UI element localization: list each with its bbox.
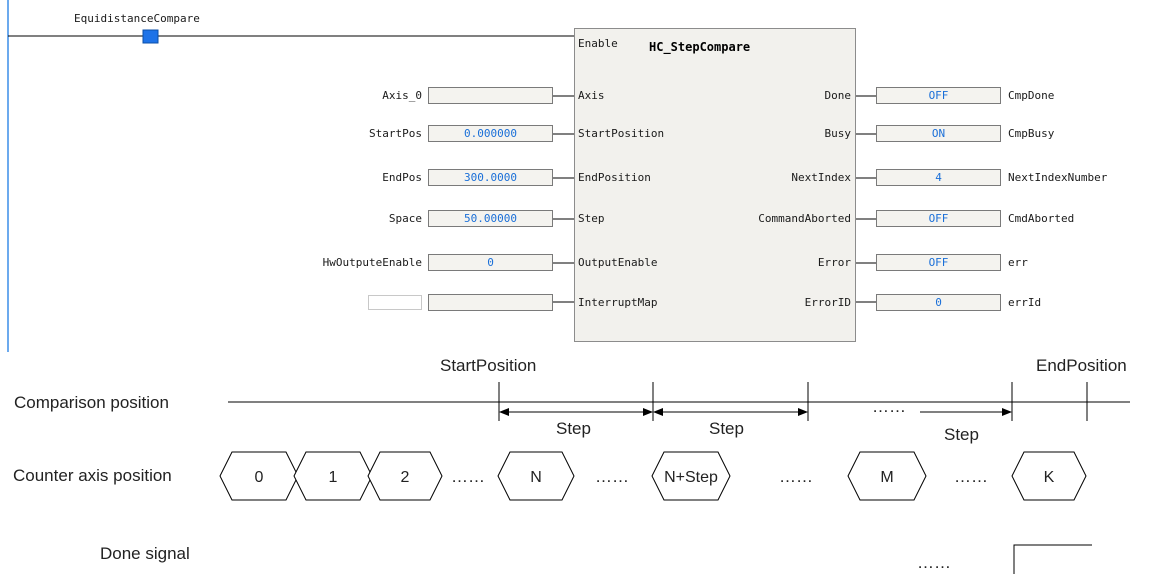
counter-axis-position-label: Counter axis position: [13, 466, 172, 485]
contact-label: EquidistanceCompare: [74, 12, 200, 25]
input-variable-axis: Axis_0: [382, 89, 422, 102]
pin-busy: Busy: [824, 127, 852, 140]
input-value-startpos[interactable]: 0.000000: [428, 125, 553, 142]
output-value-busy[interactable]: ON: [876, 125, 1001, 142]
input-value-axis[interactable]: [428, 87, 553, 104]
output-variable-done: CmpDone: [1008, 89, 1055, 102]
end-position-label: EndPosition: [1036, 356, 1127, 375]
hex-label-1: 1: [329, 469, 338, 486]
hex-label-n: N: [530, 469, 542, 486]
hexagon-n-step: [651, 451, 731, 501]
input-value-outputenable[interactable]: 0: [428, 254, 553, 271]
hexagon-k: [1011, 451, 1087, 501]
done-signal-edge: [1013, 544, 1092, 574]
output-variable-error: err: [1008, 256, 1028, 269]
pin-error: Error: [817, 256, 851, 269]
hex-label-0: 0: [255, 469, 264, 486]
hex-label-2: 2: [401, 469, 410, 486]
step-label-2: Step: [709, 419, 744, 438]
pin-interruptmap: InterruptMap: [578, 296, 658, 309]
hex-label-n-step: N+Step: [664, 469, 718, 486]
pin-step: Step: [578, 212, 605, 225]
output-value-nextindex[interactable]: 4: [876, 169, 1001, 186]
hexagon-n: [497, 451, 575, 501]
pin-wires: [553, 95, 876, 303]
step-label-1: Step: [556, 419, 591, 438]
counter-ellipsis-3: ……: [779, 467, 813, 486]
input-variable-startpos: StartPos: [369, 127, 422, 140]
ladder-wiring: [7, 0, 876, 352]
counter-ellipsis-4: ……: [954, 467, 988, 486]
pin-errorid: ErrorID: [804, 296, 851, 309]
comparison-ellipsis: ……: [872, 397, 906, 416]
output-value-error[interactable]: OFF: [876, 254, 1001, 271]
hexagon-2: [367, 451, 443, 501]
pin-startposition: StartPosition: [578, 127, 665, 140]
output-variable-commandaborted: CmdAborted: [1008, 212, 1075, 225]
input-value-space[interactable]: 50.00000: [428, 210, 553, 227]
output-variable-errorid: errId: [1008, 296, 1042, 309]
pin-commandaborted: CommandAborted: [758, 212, 851, 225]
hex-label-m: M: [880, 469, 893, 486]
contact-icon[interactable]: [142, 29, 159, 44]
start-position-label: StartPosition: [440, 356, 536, 375]
output-variable-nextindex: NextIndexNumber: [1008, 171, 1108, 184]
output-value-errorid[interactable]: 0: [876, 294, 1001, 311]
counter-ellipsis-1: ……: [451, 467, 485, 486]
output-variable-busy: CmpBusy: [1008, 127, 1055, 140]
pin-done: Done: [824, 89, 852, 102]
function-block-title: HC_StepCompare: [649, 40, 751, 54]
ladder-diagram: EquidistanceCompare Enable HC_StepCompar…: [7, 0, 1108, 352]
function-block[interactable]: [574, 28, 856, 342]
output-value-done[interactable]: OFF: [876, 87, 1001, 104]
input-value-interruptmap[interactable]: [428, 294, 553, 311]
pin-outputenable: OutputEnable: [578, 256, 658, 269]
step-label-3: Step: [944, 425, 979, 444]
pin-nextindex: NextIndex: [791, 171, 851, 184]
interruptmap-variable-field[interactable]: [368, 295, 422, 310]
comparison-position-label: Comparison position: [14, 393, 169, 412]
output-value-commandaborted[interactable]: OFF: [876, 210, 1001, 227]
done-ellipsis: ……: [917, 553, 951, 572]
hexagon-m: [847, 451, 927, 501]
enable-pin: Enable: [578, 37, 618, 50]
input-value-endpos[interactable]: 300.0000: [428, 169, 553, 186]
input-variable-outputenable: HwOutputeEnable: [322, 256, 422, 269]
timing-diagram: StartPosition EndPosition Comparison pos…: [13, 356, 1130, 574]
done-signal-label: Done signal: [100, 544, 190, 563]
input-variable-endpos: EndPos: [382, 171, 422, 184]
pin-endposition: EndPosition: [578, 171, 651, 184]
counter-ellipsis-2: ……: [595, 467, 629, 486]
input-variable-space: Space: [388, 212, 422, 225]
pin-axis: Axis: [578, 89, 605, 102]
hex-label-k: K: [1044, 469, 1055, 486]
